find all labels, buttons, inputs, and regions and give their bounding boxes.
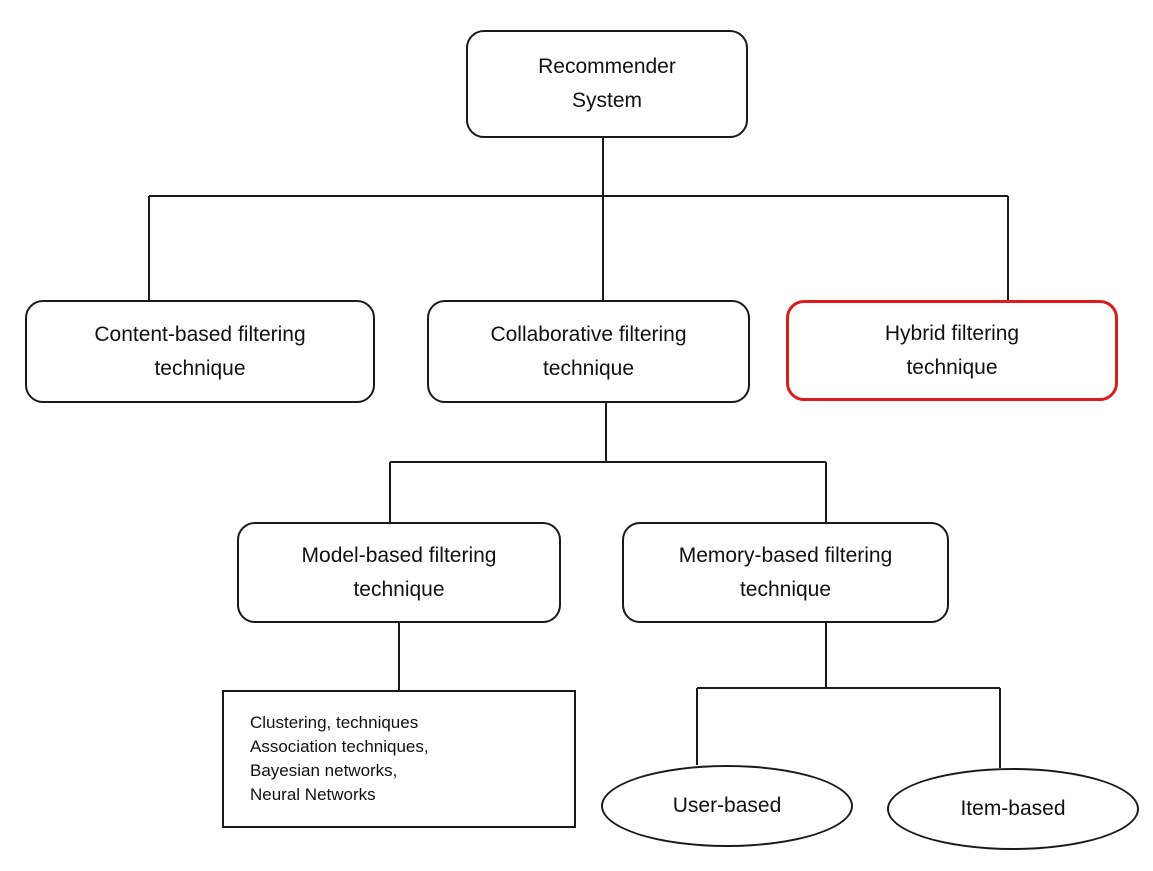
node-model-based-filtering: Model-based filtering technique bbox=[237, 522, 561, 623]
node-memory-based-line-1: Memory-based filtering bbox=[678, 543, 893, 567]
technique-item-4: Neural Networks bbox=[250, 785, 376, 804]
node-hybrid-line-1: Hybrid filtering bbox=[884, 321, 1020, 345]
node-content-based-filtering: Content-based filtering technique bbox=[25, 300, 375, 403]
node-collaborative-filtering: Collaborative filtering technique bbox=[427, 300, 750, 403]
node-memory-based-filtering: Memory-based filtering technique bbox=[622, 522, 949, 623]
node-model-based-techniques-list: Clustering, techniques Association techn… bbox=[222, 690, 576, 828]
node-item-based-label: Item-based bbox=[960, 797, 1066, 820]
node-model-based-line-1: Model-based filtering bbox=[301, 543, 497, 567]
technique-item-1: Clustering, techniques bbox=[250, 713, 419, 732]
node-item-based: Item-based bbox=[887, 768, 1139, 850]
node-collaborative-line-2: technique bbox=[542, 356, 635, 380]
node-hybrid-line-2: technique bbox=[906, 355, 998, 379]
node-user-based: User-based bbox=[601, 765, 853, 847]
node-content-based-line-1: Content-based filtering bbox=[94, 322, 306, 346]
node-hybrid-filtering: Hybrid filtering technique bbox=[786, 300, 1118, 401]
node-content-based-line-2: technique bbox=[154, 356, 246, 380]
technique-item-2: Association techniques, bbox=[250, 737, 429, 756]
node-memory-based-line-2: technique bbox=[739, 577, 832, 601]
node-model-based-line-2: technique bbox=[353, 577, 445, 601]
node-user-based-label: User-based bbox=[672, 794, 782, 817]
node-recommender-system-line-2: System bbox=[571, 89, 642, 112]
technique-item-3: Bayesian networks, bbox=[250, 761, 398, 780]
node-recommender-system-line-1: Recommender bbox=[538, 55, 676, 78]
node-recommender-system: Recommender System bbox=[466, 30, 748, 138]
node-collaborative-line-1: Collaborative filtering bbox=[490, 322, 687, 346]
